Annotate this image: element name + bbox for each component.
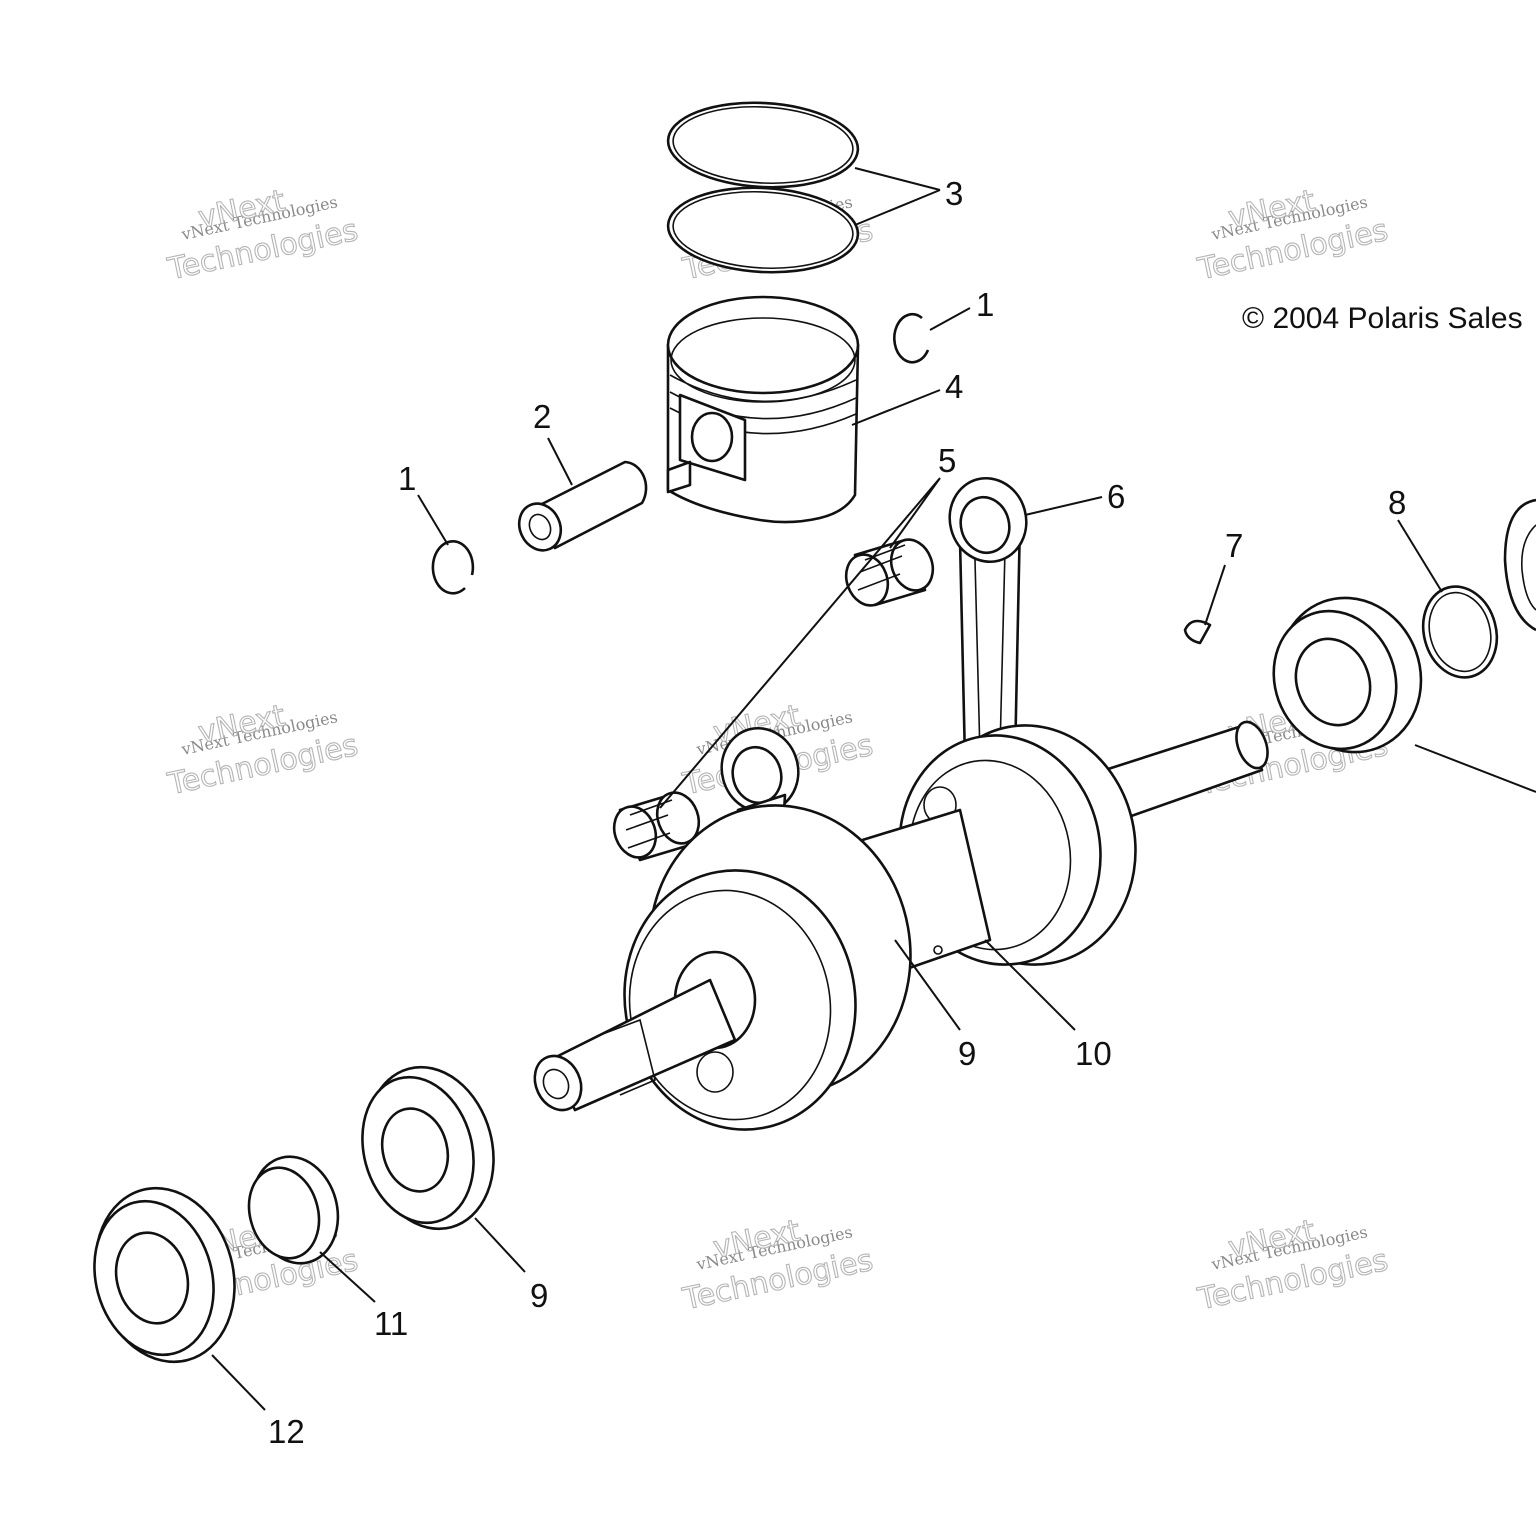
main-bearing-left: [361, 1065, 495, 1231]
watermark: vNext Technologies vNext Technologies: [679, 1213, 877, 1318]
seal-right: [1421, 585, 1499, 679]
outer-bearing-left: [93, 1186, 236, 1364]
piston-pin: [517, 460, 648, 552]
woodruff-key: [1183, 619, 1212, 645]
callout-retaining-ring-right: 1: [976, 286, 994, 323]
callout-retaining-ring-left: 1: [398, 460, 416, 497]
copyright-notice: © 2004 Polaris Sales: [1242, 302, 1523, 335]
callout-crankshaft-10: 10: [1075, 1035, 1112, 1072]
callout-connecting-rod: 6: [1107, 478, 1125, 515]
retaining-ring-left: [431, 540, 475, 595]
piston: [666, 295, 860, 524]
seal-left: [247, 1155, 340, 1265]
callout-woodruff-key: 7: [1225, 527, 1243, 564]
main-bearing-right: [1272, 596, 1423, 754]
piston-rings: [666, 101, 860, 274]
callout-outer-bearing-left: 12: [268, 1413, 305, 1450]
crankshaft: [533, 720, 1269, 1131]
callout-piston: 4: [945, 368, 963, 405]
watermark: vNext Technologies vNext Technologies: [1194, 1213, 1392, 1318]
callout-seal-left: 11: [374, 1305, 408, 1342]
callout-needle-bearing: 5: [938, 442, 956, 479]
watermark: vNext Technologies vNext Technologies: [164, 183, 362, 288]
callout-crankshaft-9: 9: [958, 1035, 976, 1072]
needle-bearing-upper: [844, 538, 935, 607]
callout-seal-right: 8: [1388, 484, 1406, 521]
callout-piston-pin: 2: [533, 398, 551, 435]
bearing-right-partial: [1503, 498, 1536, 632]
leader-lines: [211, 167, 1536, 1411]
retaining-ring-right: [893, 312, 930, 364]
watermark: vNext Technologies vNext Technologies: [164, 698, 362, 803]
callout-main-bearing-left: 9: [530, 1277, 548, 1314]
callout-piston-rings: 3: [945, 175, 963, 212]
watermark: vNext Technologies vNext Technologies: [1194, 183, 1392, 288]
